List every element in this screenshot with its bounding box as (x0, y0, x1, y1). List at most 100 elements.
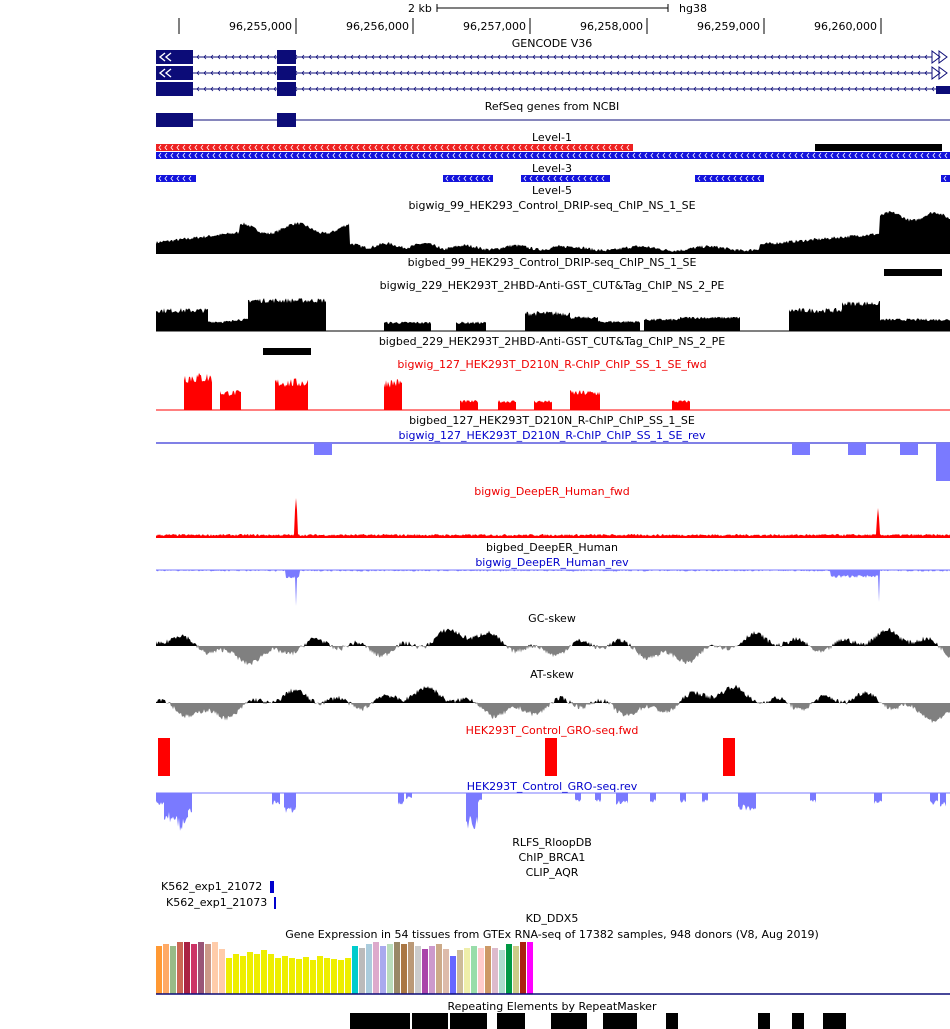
repeatmasker-element-6 (666, 1013, 678, 1029)
bigwig-127-rev-block-4 (936, 443, 950, 481)
track-title-repeatmasker[interactable]: Repeating Elements by RepeatMasker (447, 1000, 657, 1013)
gtex-tissue-bar-36 (408, 942, 414, 994)
track-title-bigbed-229[interactable]: bigbed_229_HEK293T_2HBD-Anti-GST_CUT&Tag… (378, 335, 726, 348)
gencode-end-arrow-icon-0 (931, 50, 948, 64)
track-title-bigwig-99[interactable]: bigwig_99_HEK293_Control_DRIP-seq_ChIP_N… (408, 199, 696, 212)
repeatmasker-element-3 (497, 1013, 525, 1029)
level1-red-chevrons (158, 144, 630, 151)
gro-rev-block-7 (406, 793, 412, 799)
gtex-tissue-bar-11 (233, 954, 239, 994)
scale-bar-label: 2 kb (408, 2, 432, 15)
bigwig-229-block-3 (248, 298, 326, 331)
track-title-bigwig-127-fwd[interactable]: bigwig_127_HEK293T_D210N_R-ChIP_ChIP_SS_… (397, 358, 707, 371)
gtex-tissue-bar-32 (380, 946, 386, 994)
gro-rev-block-12 (616, 793, 628, 805)
bigwig-127-fwd-block-6 (534, 400, 552, 410)
track-title-gro-fwd[interactable]: HEK293T_Control_GRO-seq.fwd (465, 724, 639, 737)
track-title-deeper-bed[interactable]: bigbed_DeepER_Human (485, 541, 619, 554)
gro-rev-block-10 (575, 793, 581, 802)
at-skew-signal-negative (156, 703, 950, 724)
track-title-gencode[interactable]: GENCODE V36 (511, 37, 593, 50)
bigwig-229-block-11 (789, 308, 842, 331)
track-title-bigbed-99[interactable]: bigbed_99_HEK293_Control_DRIP-seq_ChIP_N… (407, 256, 697, 269)
gtex-tissue-bar-47 (485, 946, 491, 994)
bigwig-229-block-6 (525, 311, 570, 331)
gtex-tissue-bar-12 (240, 956, 246, 994)
gro-rev-block-0 (156, 793, 164, 805)
level3-chevrons-2 (523, 175, 605, 182)
track-title-gc-skew[interactable]: GC-skew (528, 612, 576, 625)
gtex-tissue-bar-19 (289, 958, 295, 994)
track-title-gro-rev[interactable]: HEK293T_Control_GRO-seq.rev (466, 780, 638, 793)
track-title-level1[interactable]: Level-1 (531, 131, 573, 144)
gencode-exon-2-c (936, 86, 950, 94)
track-title-brca1[interactable]: ChIP_BRCA1 (518, 851, 586, 864)
ruler-tick-2: 96,256,000 (346, 20, 409, 33)
gencode-strand-icon-0 (158, 52, 172, 62)
k562-2-feature (274, 897, 276, 909)
gtex-tissue-bar-29 (359, 948, 365, 994)
track-title-level3[interactable]: Level-3 (531, 162, 573, 175)
level1-blue-feature (156, 152, 950, 159)
gtex-tissue-bar-45 (471, 946, 477, 994)
gro-rev-block-5 (284, 793, 296, 813)
gtex-tissue-bar-48 (492, 948, 498, 994)
bigwig-127-rev-block-3 (900, 443, 918, 455)
gtex-tissue-bar-3 (177, 942, 183, 994)
track-title-deeper-fwd[interactable]: bigwig_DeepER_Human_fwd (474, 485, 630, 498)
gro-rev-block-8 (466, 793, 478, 830)
track-title-bigwig-229[interactable]: bigwig_229_HEK293T_2HBD-Anti-GST_CUT&Tag… (379, 279, 725, 292)
track-title-aqr[interactable]: CLIP_AQR (525, 866, 579, 879)
bigwig-127-fwd-block-2 (275, 378, 308, 410)
ruler-tick-6: 96,260,000 (814, 20, 877, 33)
track-title-level5[interactable]: Level-5 (531, 184, 573, 197)
gtex-tissue-bar-5 (191, 944, 197, 994)
gro-rev-block-2 (176, 793, 188, 831)
gencode-exon-2-b (277, 82, 296, 96)
bigwig-127-fwd-block-7 (570, 390, 600, 410)
track-title-bigwig-127-rev[interactable]: bigwig_127_HEK293T_D210N_R-ChIP_ChIP_SS_… (398, 429, 706, 442)
bigwig-99-signal (156, 211, 950, 254)
bigwig-127-fwd-block-4 (460, 400, 478, 410)
repeatmasker-element-2 (450, 1013, 487, 1029)
gro-fwd-block-2 (723, 738, 735, 776)
gtex-tissue-bar-26 (338, 960, 344, 994)
feature-label-k562-2[interactable]: K562_exp1_21073 (166, 896, 268, 909)
bigwig-229-block-10 (680, 316, 740, 331)
gtex-tissue-bar-28 (352, 946, 358, 994)
ruler-tick-1: 96,255,000 (229, 20, 292, 33)
feature-label-k562-1[interactable]: K562_exp1_21072 (161, 880, 263, 893)
bigwig-127-fwd-block-0 (184, 372, 212, 410)
track-title-gtex[interactable]: Gene Expression in 54 tissues from GTEx … (285, 928, 819, 941)
gtex-tissue-bar-37 (415, 946, 421, 994)
gtex-tissue-bar-49 (499, 950, 505, 994)
gc-skew-signal-negative (156, 646, 950, 666)
level3-feature-4 (941, 175, 950, 182)
gtex-tissue-bar-1 (163, 944, 169, 994)
gro-rev-block-6 (398, 793, 404, 805)
level3-chevrons-0 (158, 175, 192, 182)
track-title-kd-ddx5[interactable]: KD_DDX5 (525, 912, 579, 925)
bigwig-127-fwd-block-8 (672, 400, 690, 410)
track-title-at-skew[interactable]: AT-skew (530, 668, 574, 681)
track-title-refseq[interactable]: RefSeq genes from NCBI (484, 100, 620, 113)
gtex-tissue-bar-17 (275, 958, 281, 994)
gro-rev-block-16 (738, 793, 756, 811)
level3-feature-0 (156, 175, 196, 182)
gtex-tissue-bar-25 (331, 959, 337, 994)
track-title-rlfs[interactable]: RLFS_RloopDB (512, 836, 592, 849)
ruler-tick-4: 96,258,000 (580, 20, 643, 33)
track-title-bigbed-127[interactable]: bigbed_127_HEK293T_D210N_R-ChIP_ChIP_SS_… (409, 414, 695, 427)
gtex-tissue-bar-52 (520, 942, 526, 994)
gencode-exon-0-b (277, 50, 296, 64)
bigbed-229-feature (263, 348, 311, 355)
gtex-tissue-bar-40 (436, 944, 442, 994)
repeatmasker-element-1 (412, 1013, 448, 1029)
assembly-label: hg38 (679, 2, 707, 15)
gtex-tissue-bar-13 (247, 952, 253, 994)
gro-rev-block-15 (702, 793, 708, 803)
bigwig-229-block-2 (232, 318, 248, 331)
track-title-deeper-rev[interactable]: bigwig_DeepER_Human_rev (475, 556, 629, 569)
